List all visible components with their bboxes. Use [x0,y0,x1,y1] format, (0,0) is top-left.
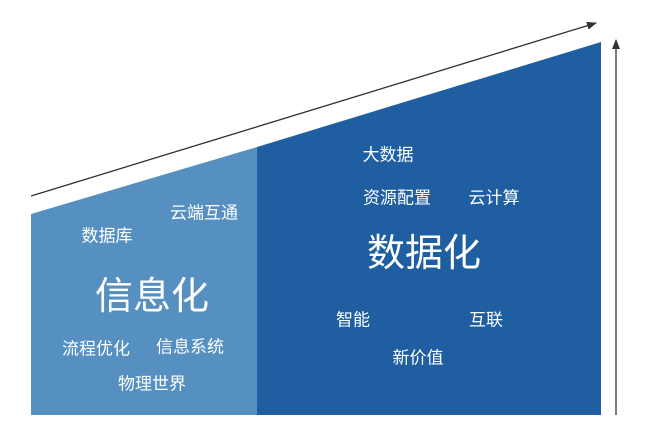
term-resource-allocation: 资源配置 [363,188,431,209]
term-process-optimization: 流程优化 [62,339,130,360]
growth-arrow [30,21,597,197]
term-cloud-interconnect: 云端互通 [170,203,238,224]
term-intelligence: 智能 [336,310,370,331]
term-interconnection: 互联 [469,310,503,331]
term-information-system: 信息系统 [156,337,224,358]
informatization-title: 信息化 [94,274,210,318]
term-new-value: 新价值 [392,348,444,369]
term-cloud-computing: 云计算 [468,188,520,209]
datafication-title: 数据化 [366,231,482,275]
informatization-section [31,147,257,415]
datafication-section [257,42,601,415]
term-physical-world: 物理世界 [118,374,186,395]
term-big-data: 大数据 [362,145,414,166]
term-database: 数据库 [81,226,133,247]
